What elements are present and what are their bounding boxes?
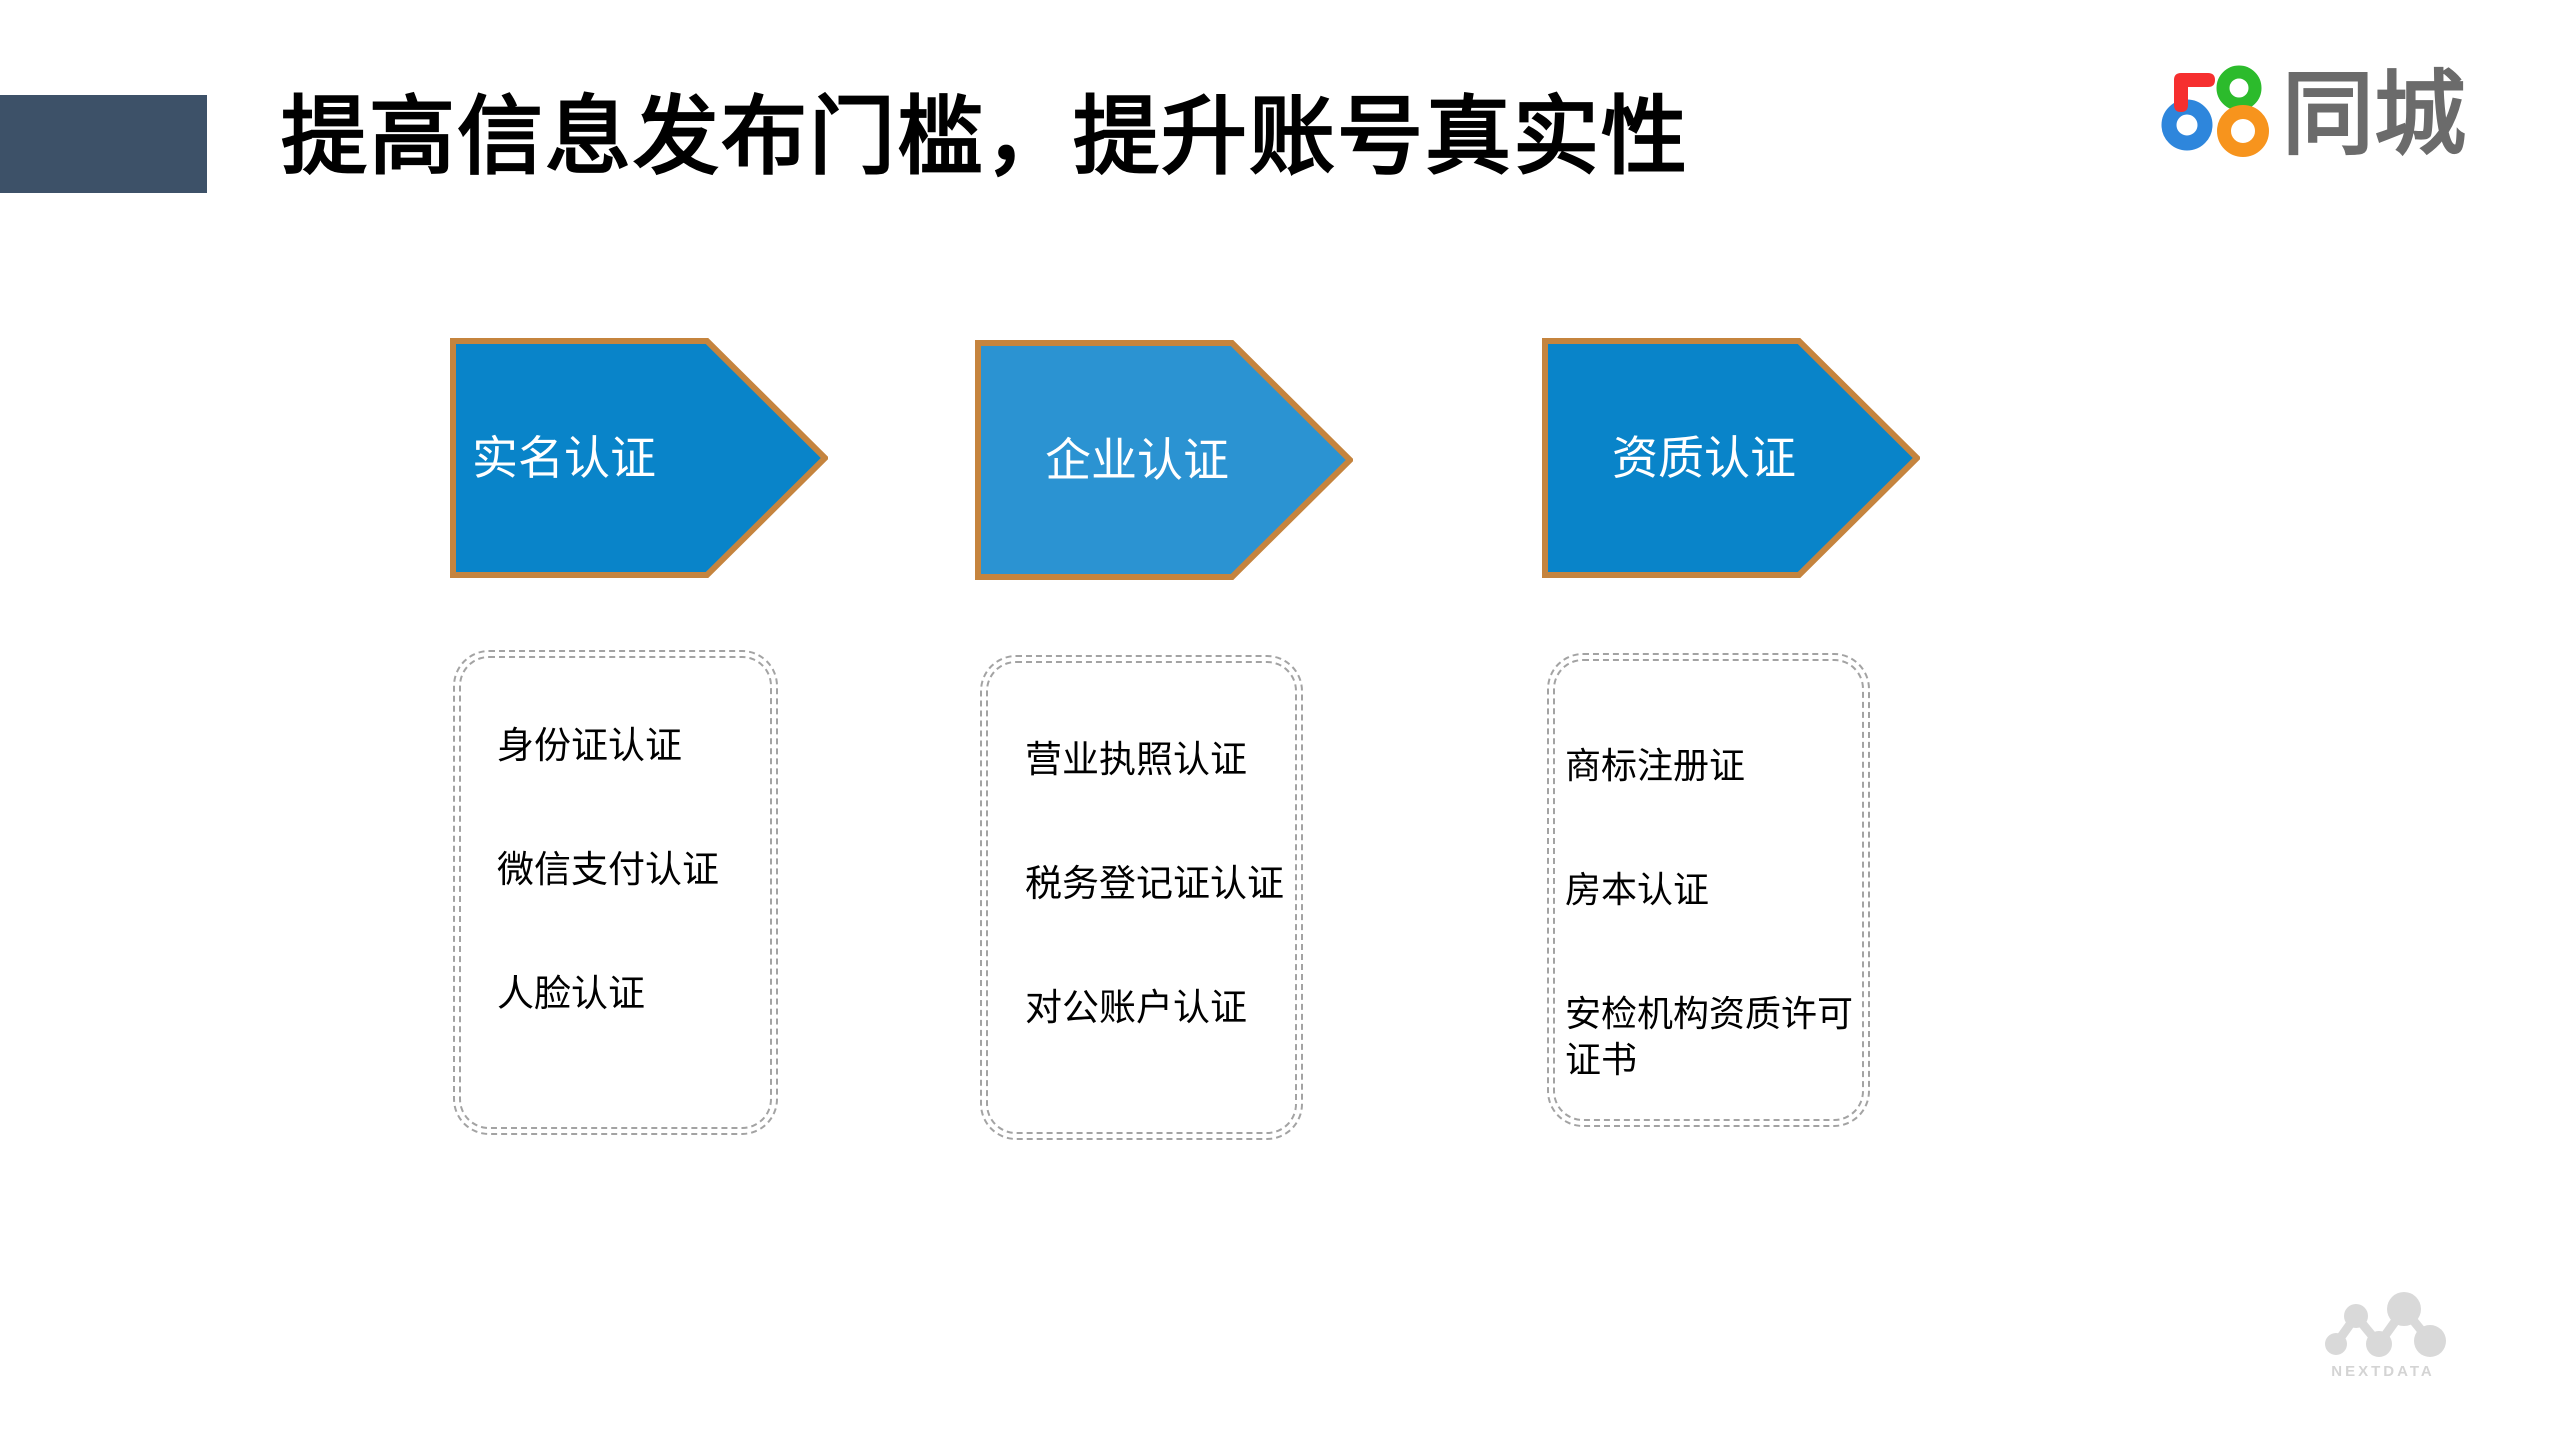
cert-item: 税务登记证认证	[1025, 863, 1284, 904]
arrow-realname-auth: 实名认证	[450, 338, 828, 578]
accent-bar	[0, 95, 207, 193]
arrow-shape-icon	[1542, 338, 1920, 578]
58tongcheng-logo-icon: 同城	[2161, 64, 2466, 158]
arrow-label: 实名认证	[472, 432, 656, 484]
cert-box-inner-border	[459, 656, 772, 1129]
arrow-enterprise-auth: 企业认证	[975, 340, 1353, 580]
cert-box-enterprise: 营业执照认证 税务登记证认证 对公账户认证	[980, 655, 1303, 1140]
cert-box-inner-border	[986, 661, 1297, 1134]
arrow-label: 企业认证	[1045, 434, 1229, 486]
arrow-shape-icon	[975, 340, 1353, 580]
cert-item: 安检机构资质许可证书	[1565, 993, 1854, 1080]
cert-item: 房本认证	[1565, 869, 1710, 910]
cert-item: 对公账户认证	[1025, 987, 1247, 1028]
page-title: 提高信息发布门槛，提升账号真实性	[281, 89, 1689, 185]
cert-list: 营业执照认证 税务登记证认证 对公账户认证	[982, 657, 1301, 1109]
arrow-qualification-auth: 资质认证	[1542, 338, 1920, 578]
cert-list: 商标注册证 房本认证 安检机构资质许可证书	[1549, 655, 1868, 1161]
nextdata-watermark: NEXTDATA	[2325, 1292, 2446, 1380]
logo-wordmark: 同城	[2282, 64, 2466, 158]
cert-list: 身份证认证 微信支付认证 人脸认证	[455, 652, 776, 1095]
arrow-label: 资质认证	[1612, 432, 1796, 484]
molecule-nodes	[2325, 1292, 2446, 1357]
cert-item: 身份证认证	[497, 725, 682, 766]
cert-box-qualification: 商标注册证 房本认证 安检机构资质许可证书	[1547, 653, 1870, 1127]
logo-digit5-top	[2174, 73, 2215, 112]
cert-box-inner-border	[1553, 659, 1864, 1121]
logo-digit5-bowl	[2161, 99, 2213, 151]
logo-digit8-top	[2216, 65, 2262, 111]
cert-item: 营业执照认证	[1025, 739, 1247, 780]
logo-digit8-bottom	[2217, 105, 2269, 157]
watermark-text: NEXTDATA	[2331, 1363, 2434, 1380]
cert-item: 人脸认证	[497, 973, 645, 1014]
cert-item: 微信支付认证	[497, 849, 719, 890]
cert-item: 商标注册证	[1565, 745, 1746, 786]
cert-box-realname: 身份证认证 微信支付认证 人脸认证	[453, 650, 778, 1135]
arrow-shape-icon	[450, 338, 828, 578]
